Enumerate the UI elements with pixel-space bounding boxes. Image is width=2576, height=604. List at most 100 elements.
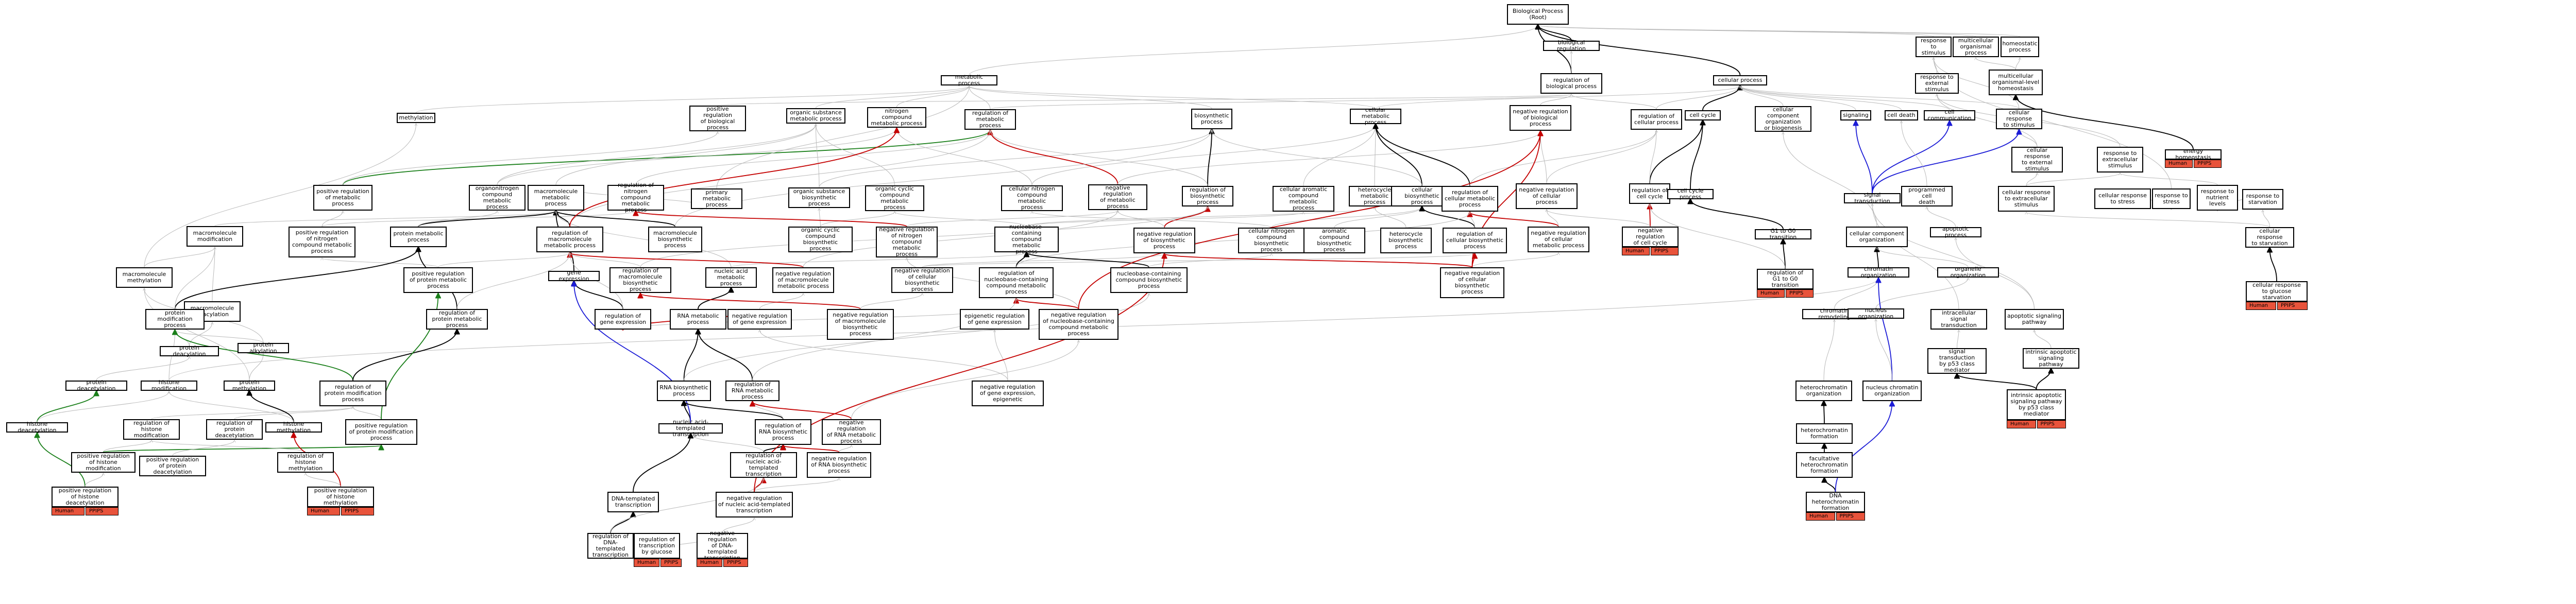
go-term-reghistmod[interactable]: regulation of histone modification [123, 419, 180, 440]
go-term-cellproc[interactable]: cellular process [1713, 75, 1767, 85]
go-term-cellmetab[interactable]: cellular metabolic process [1350, 107, 1401, 126]
go-term-aromabio[interactable]: aromatic compound biosynthetic process [1303, 228, 1365, 253]
go-term-negregmacromet[interactable]: negative regulation of macromolecule met… [772, 267, 834, 293]
go-term-methylation[interactable]: methylation [397, 113, 435, 123]
go-term-intrasig[interactable]: intracellular signal transduction [1930, 309, 1987, 330]
go-term-macrobiosyn[interactable]: macromolecule biosynthetic process [648, 227, 702, 252]
go-term-regmetab[interactable]: regulation of metabolic process [964, 109, 1016, 130]
go-term-orgcyclic[interactable]: organic cyclic compound metabolic proces… [865, 185, 924, 211]
go-term-regprotmet[interactable]: regulation of protein metabolic process [426, 309, 488, 330]
go-term-heterochrom[interactable]: heterochromatin organization [1795, 381, 1852, 401]
go-term-signaling[interactable]: signaling [1840, 110, 1871, 120]
go-term-bp[interactable]: Biological Process (Root) [1507, 4, 1569, 25]
go-term-negregcell[interactable]: negative regulation of cellular process [1516, 183, 1578, 209]
go-term-nucacid[interactable]: nucleic acid metabolic process [705, 267, 757, 288]
go-term-organelle[interactable]: organelle organization [1937, 266, 1999, 279]
go-term-posreghistmod[interactable]: positive regulation of histone modificat… [71, 452, 135, 473]
go-term-geneexp[interactable]: gene expression [548, 270, 600, 282]
go-term-negregnucbase[interactable]: negative regulation of nucleobase-contai… [1039, 309, 1118, 340]
go-term-metab[interactable]: metabolic process [941, 74, 997, 87]
go-term-protdeacyl[interactable]: protein deacylation [160, 345, 219, 357]
go-term-regcellmet[interactable]: regulation of cellular metabolic process [1442, 186, 1498, 212]
go-term-protmeth[interactable]: protein methylation [224, 379, 275, 392]
go-term-regg1g0[interactable]: regulation of G1 to G0 transition [1757, 269, 1814, 289]
go-term-reggeneexp[interactable]: regulation of gene expression [595, 309, 651, 330]
go-term-regrnabio[interactable]: regulation of RNA biosynthetic process [755, 419, 811, 445]
go-term-heteroform[interactable]: heterochromatin formation [1796, 423, 1853, 444]
go-term-regprotmod[interactable]: regulation of protein modification proce… [319, 381, 386, 406]
go-term-extcellstim[interactable]: response to extracellular stimulus [2097, 147, 2143, 172]
go-term-regbio[interactable]: regulation of biological process [1540, 73, 1602, 94]
go-term-negregrnamet[interactable]: negative regulation of RNA metabolic pro… [822, 419, 881, 445]
go-term-negregbiosyn[interactable]: negative regulation of biosynthetic proc… [1133, 228, 1195, 253]
go-term-sigtrans[interactable]: signal transduction [1844, 192, 1901, 204]
go-term-orgsubbio[interactable]: organic substance biosynthetic process [788, 187, 850, 208]
go-term-posreghistdeacyl[interactable]: positive regulation of histone deacetyla… [52, 487, 118, 507]
go-term-regnatx[interactable]: regulation of nucleic acid-templated tra… [730, 452, 797, 478]
go-term-nutrient[interactable]: response to nutrient levels [2197, 185, 2238, 211]
go-term-cellcomm[interactable]: cell communication [1924, 109, 1975, 122]
go-term-regcell[interactable]: regulation of cellular process [1631, 109, 1682, 130]
go-term-cellarom[interactable]: cellular aromatic compound metabolic pro… [1273, 186, 1334, 212]
go-term-nucacidtx[interactable]: nucleic acid-templated transcription [658, 419, 723, 438]
go-term-regtxglucose[interactable]: regulation of transcription by glucose [634, 533, 680, 559]
go-term-negregcc[interactable]: negative regulation of cell cycle [1622, 227, 1679, 247]
go-term-regmacromet[interactable]: regulation of macromolecule metabolic pr… [536, 227, 603, 252]
go-term-macrometh[interactable]: macromolecule methylation [116, 267, 173, 288]
go-term-posreghistmeth[interactable]: positive regulation of histone methylati… [307, 487, 374, 507]
go-term-negregcellbio2[interactable]: negative regulation of cellular biosynth… [1440, 267, 1504, 298]
go-term-cellextstim[interactable]: cellular response to external stimulus [2011, 147, 2063, 172]
go-term-posregnitro[interactable]: positive regulation of nitrogen compound… [289, 227, 355, 257]
go-term-orgcycbio[interactable]: organic cyclic compound biosynthetic pro… [788, 227, 853, 252]
go-term-bioreg[interactable]: biological regulation [1543, 40, 1600, 52]
go-term-negregmet[interactable]: negative regulation of metabolic process [1088, 184, 1147, 210]
go-term-negreggeneepi[interactable]: negative regulation of gene expression, … [972, 381, 1044, 406]
go-term-macromod[interactable]: macromolecule modification [187, 226, 243, 247]
go-term-posregprotdeacyl[interactable]: positive regulation of protein deacetyla… [139, 456, 206, 476]
go-term-dnatx[interactable]: DNA-templated transcription [607, 492, 659, 512]
go-term-rnabiosyn[interactable]: RNA biosynthetic process [657, 381, 711, 401]
go-term-negregnitro[interactable]: negative regulation of nitrogen compound… [876, 227, 938, 257]
go-term-starv[interactable]: response to starvation [2242, 189, 2283, 210]
go-term-intrapop53[interactable]: intrinsic apoptotic signaling pathway by… [2007, 389, 2066, 420]
go-term-heterobio[interactable]: heterocycle biosynthetic process [1380, 228, 1432, 253]
go-term-cellstarv[interactable]: cellular response to starvation [2245, 227, 2294, 248]
go-term-regbiosyn[interactable]: regulation of biosynthetic process [1182, 186, 1233, 206]
go-term-negregcellbio[interactable]: negative regulation of cellular biosynth… [891, 267, 953, 293]
go-term-nucbase[interactable]: nucleobase-containing compound metabolic… [994, 224, 1059, 255]
go-term-regncmp[interactable]: regulation of nitrogen compound metaboli… [607, 182, 664, 213]
go-term-ccorg[interactable]: cellular component organization or bioge… [1755, 106, 1811, 132]
go-term-protmet[interactable]: protein metabolic process [390, 227, 447, 247]
go-term-regnucbase[interactable]: regulation of nucleobase-containing comp… [979, 267, 1054, 298]
go-term-cellstress[interactable]: cellular response to stress [2094, 188, 2151, 209]
go-term-posregmetab[interactable]: positive regulation of metabolic process [313, 185, 372, 211]
go-term-protmod[interactable]: protein modification process [145, 309, 205, 330]
go-term-dnahetero[interactable]: DNA heterochromatin formation [1806, 492, 1865, 512]
go-term-posregprotmet[interactable]: positive regulation of protein metabolic… [403, 267, 473, 293]
go-term-regcellbio[interactable]: regulation of cellular biosynthetic proc… [1443, 228, 1507, 253]
go-term-stim[interactable]: response to stimulus [1916, 37, 1952, 57]
go-term-regrnamet[interactable]: regulation of RNA metabolic process [725, 381, 779, 401]
go-term-protdeacet[interactable]: protein deacetylation [65, 379, 127, 392]
go-term-pcd[interactable]: programmed cell death [1901, 186, 1953, 206]
go-term-g1g0[interactable]: G1 to G0 transition [1755, 228, 1811, 240]
go-term-cellcycle[interactable]: cell cycle [1685, 110, 1721, 120]
go-term-histmod[interactable]: histone modification [141, 379, 197, 392]
go-term-orgnitro[interactable]: organonitrogen compound metabolic proces… [469, 185, 526, 211]
go-term-nucbasebio[interactable]: nucleobase-containing compound biosynthe… [1110, 267, 1188, 293]
go-term-ccorgan[interactable]: cellular component organization [1846, 227, 1908, 247]
go-term-extstim[interactable]: response to external stimulus [1915, 73, 1959, 94]
go-term-intrapopt[interactable]: intrinsic apoptotic signaling pathway [2023, 348, 2079, 369]
go-term-stress[interactable]: response to stress [2152, 188, 2191, 209]
go-term-posregbio[interactable]: positive regulation of biological proces… [689, 106, 746, 131]
go-term-reghistmeth[interactable]: regulation of histone methylation [277, 452, 334, 473]
go-term-negregrnabio[interactable]: negative regulation of RNA biosynthetic … [807, 452, 871, 478]
go-term-nucorg[interactable]: nucleus organization [1848, 307, 1904, 320]
go-term-nucchrom[interactable]: nucleus chromatin organization [1862, 381, 1922, 401]
go-term-negreggeneexp[interactable]: negative regulation of gene expression [727, 309, 792, 330]
go-term-homeo[interactable]: homeostatic process [2001, 37, 2039, 57]
go-term-histdeacyl[interactable]: histone deacetylation [6, 421, 68, 434]
go-term-regcc[interactable]: regulation of cell cycle [1629, 183, 1670, 204]
go-term-cellglucose[interactable]: cellular response to glucose starvation [2246, 281, 2308, 302]
go-term-regprotdeacyl[interactable]: regulation of protein deacetylation [206, 419, 263, 440]
